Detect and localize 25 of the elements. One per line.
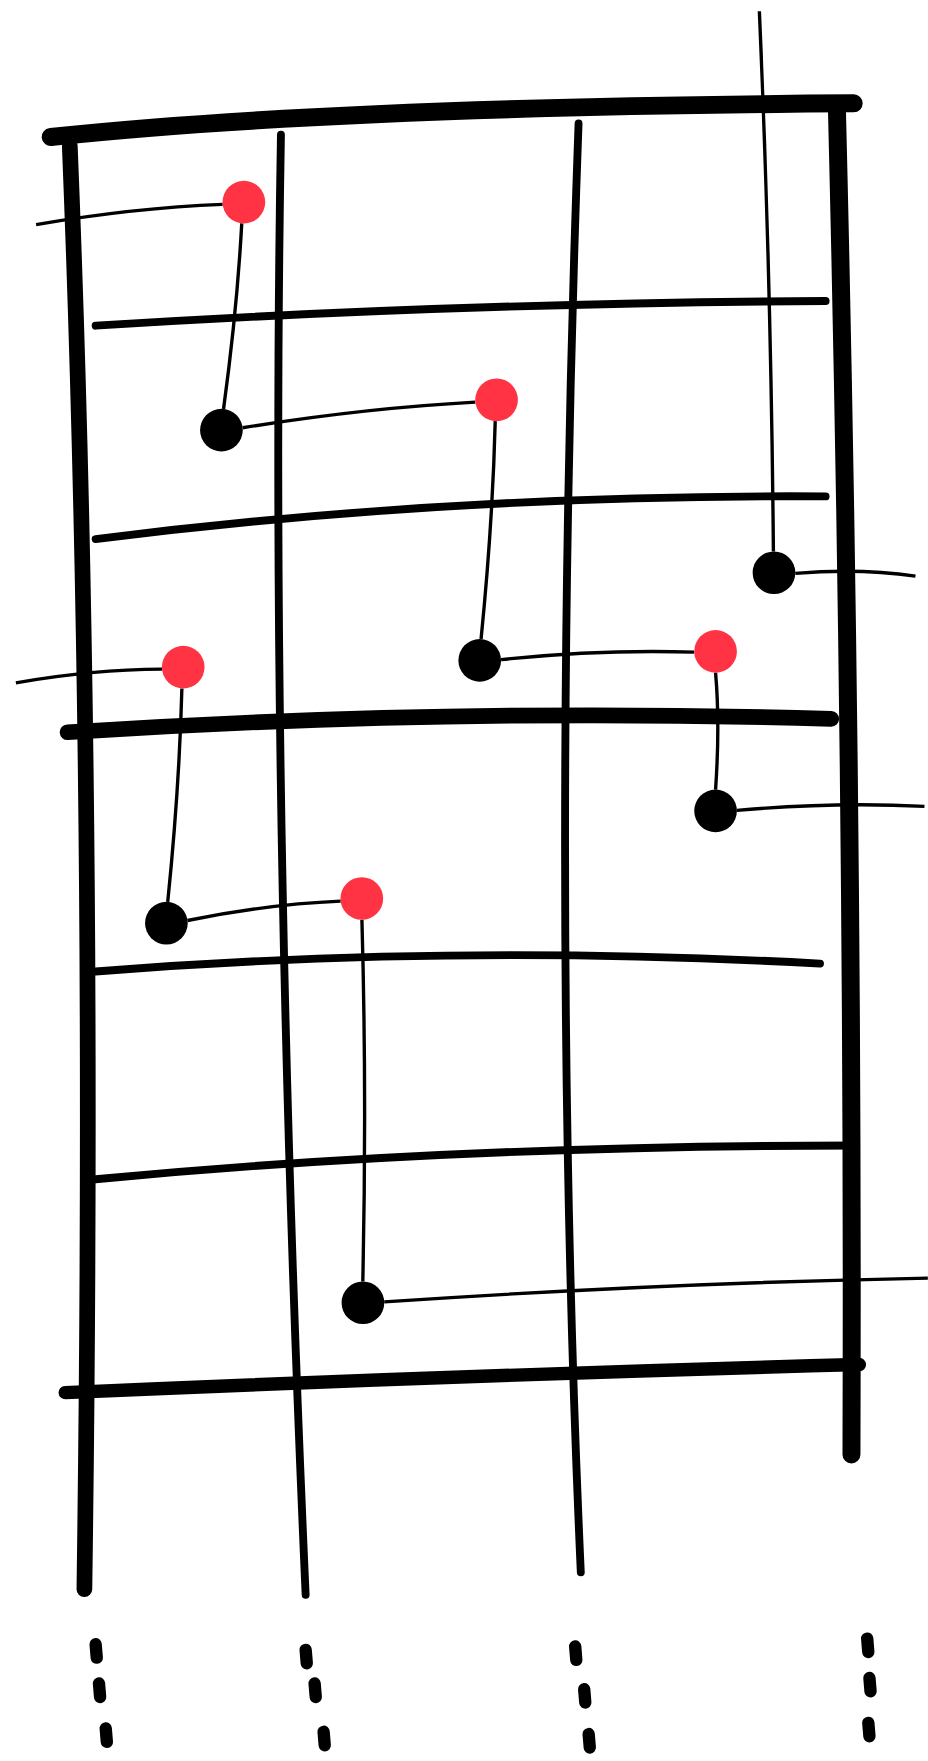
connector-line xyxy=(500,649,695,662)
connector-line xyxy=(166,688,184,902)
dot xyxy=(145,901,188,945)
connector-line xyxy=(795,569,916,578)
connector-line xyxy=(187,899,341,923)
connector-line xyxy=(15,667,162,685)
dot xyxy=(340,877,384,920)
dot xyxy=(752,551,796,595)
dot xyxy=(458,639,502,682)
dot xyxy=(161,645,205,689)
dot xyxy=(694,630,737,673)
dot xyxy=(475,378,518,422)
connector-line xyxy=(736,803,925,813)
connector-line xyxy=(360,919,367,1282)
connector-line xyxy=(479,421,497,640)
dot xyxy=(341,1281,385,1325)
connector-line xyxy=(242,400,476,430)
dot xyxy=(694,789,737,833)
dot xyxy=(222,180,266,224)
connector-line xyxy=(713,672,720,790)
connector-line xyxy=(757,11,776,552)
connector-line xyxy=(384,1276,928,1304)
dot xyxy=(200,408,243,452)
connector-line xyxy=(35,202,223,227)
connector-line xyxy=(221,223,244,410)
